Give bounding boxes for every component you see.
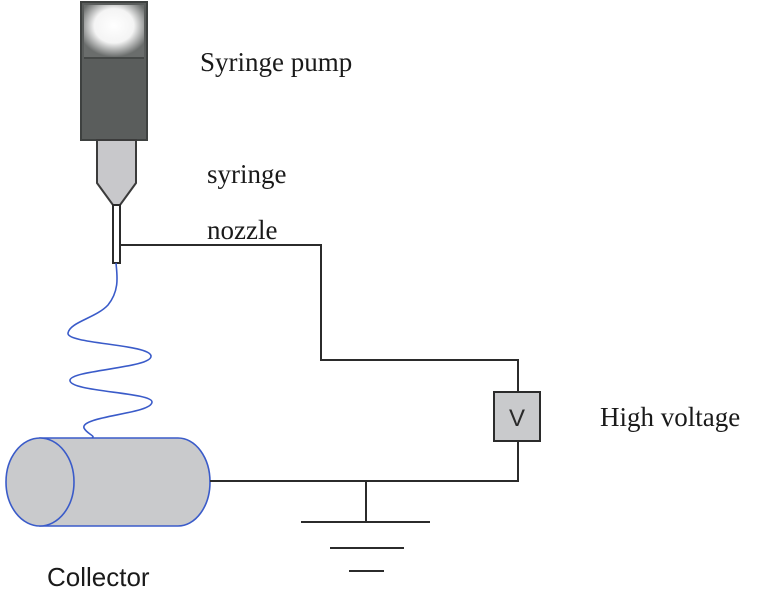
syringe-pump [80, 1, 148, 141]
syringe-tip [96, 139, 137, 206]
nozzle-needle [112, 204, 121, 264]
label-collector: Collector [47, 562, 150, 590]
high-voltage-supply: V [493, 391, 541, 442]
fiber-jet [67, 262, 153, 439]
label-nozzle: nozzle [207, 215, 277, 245]
collector-drum [5, 437, 211, 527]
wire-supply-to-collector [210, 441, 519, 482]
collector-body [39, 437, 211, 527]
syringe [96, 139, 137, 206]
nozzle [112, 204, 121, 264]
wire-nozzle-to-supply [120, 244, 519, 392]
label-syringe-pump: Syringe pump [200, 47, 352, 77]
voltmeter-box [493, 391, 541, 442]
collector-end-cap [5, 437, 75, 527]
syringe-pump-reservoir [84, 5, 144, 57]
ground-icon [301, 521, 430, 572]
label-high-voltage: High voltage [600, 402, 740, 432]
voltmeter-symbol: V [509, 405, 525, 432]
label-syringe: syringe [207, 159, 287, 189]
